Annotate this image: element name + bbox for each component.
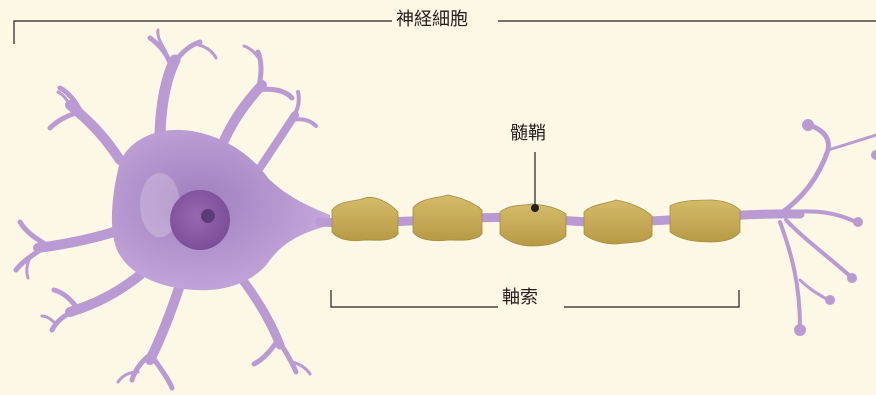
myelin-sheath-label: 髄鞘 (507, 125, 549, 143)
axon-terminal-bulbs (794, 119, 876, 336)
myelin-pointer (531, 152, 539, 212)
myelin-segment (332, 197, 398, 240)
nucleolus (201, 209, 215, 223)
nucleus (170, 190, 230, 250)
myelin-segment (670, 200, 740, 242)
myelin-sheath-segments (332, 195, 740, 246)
axon-label: 軸索 (499, 289, 541, 307)
neuron-label: 神経細胞 (393, 11, 471, 29)
myelin-segment (413, 195, 482, 241)
myelin-segment (584, 200, 652, 244)
